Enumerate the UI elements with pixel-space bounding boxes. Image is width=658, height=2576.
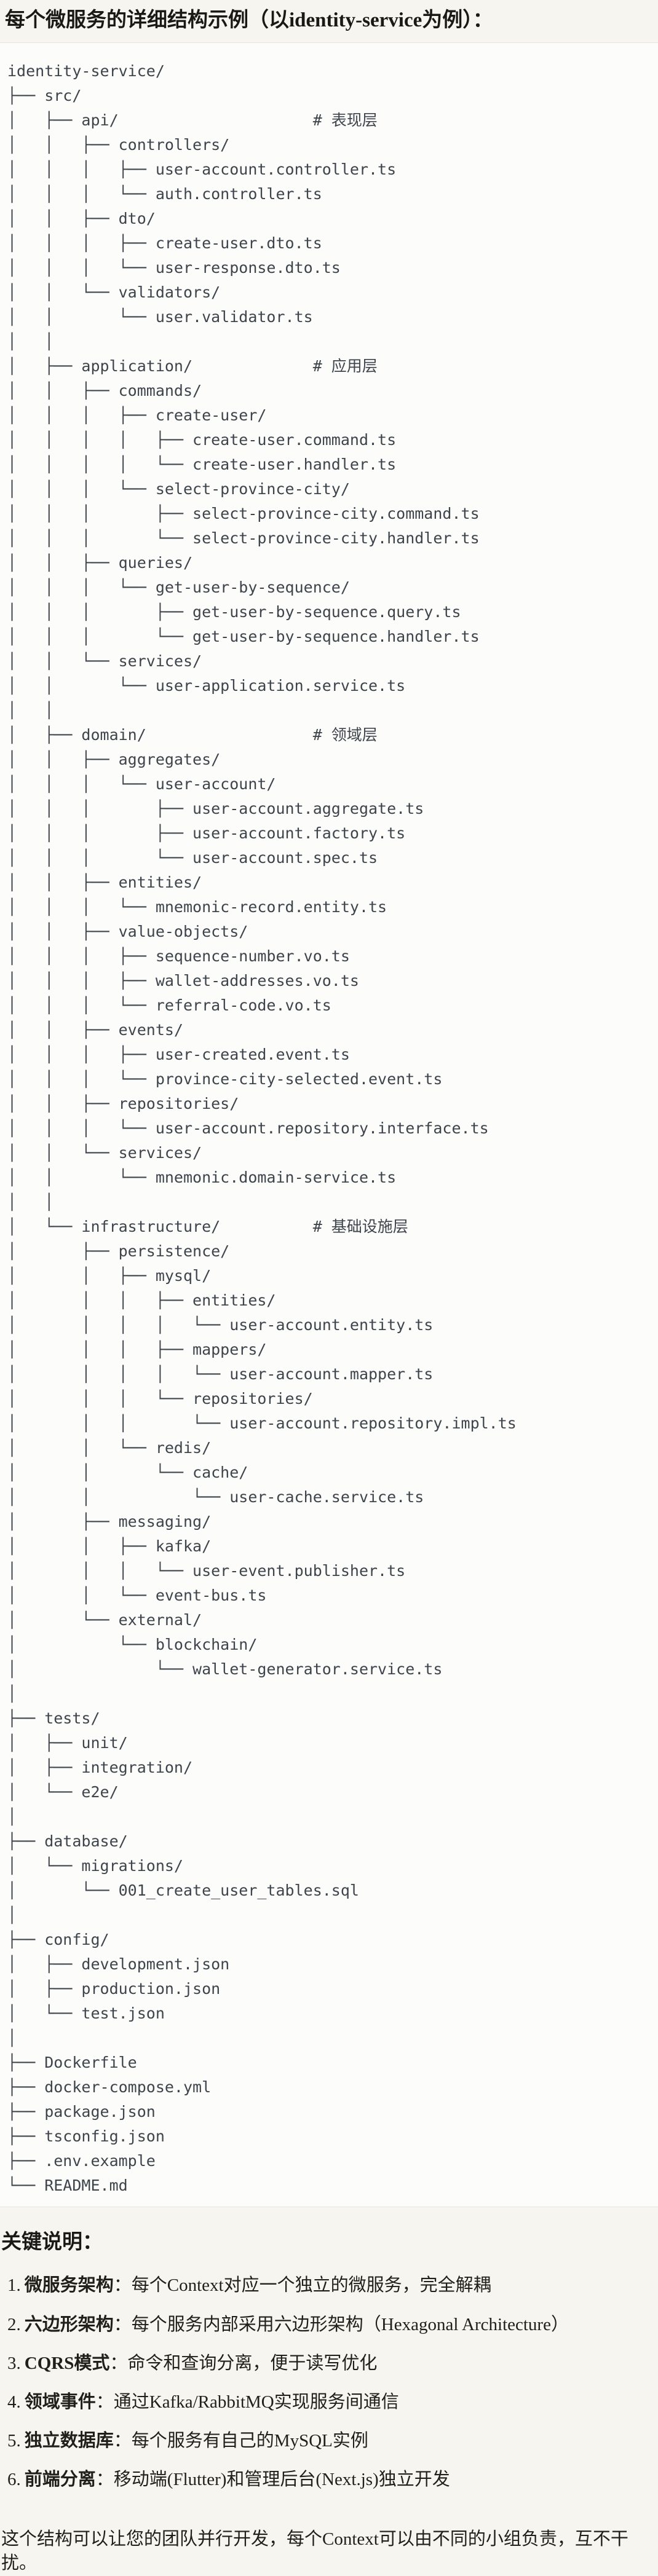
- note-number: 5.: [7, 2431, 21, 2451]
- notes-heading: 关键说明：: [1, 2231, 103, 2253]
- note-number: 4.: [7, 2392, 21, 2412]
- note-text: 每个服务内部采用六边形架构（Hexagonal Architecture）: [131, 2314, 569, 2334]
- note-item-6: 6.前端分离：移动端(Flutter)和管理后台(Next.js)独立开发: [7, 2468, 652, 2492]
- note-separator: ：: [113, 2314, 132, 2334]
- note-number: 2.: [7, 2314, 21, 2334]
- note-item-2: 2.六边形架构：每个服务内部采用六边形架构（Hexagonal Architec…: [7, 2313, 652, 2337]
- note-text: 每个服务有自己的MySQL实例: [131, 2431, 368, 2451]
- note-label: 独立数据库: [24, 2431, 114, 2451]
- note-separator: ：: [113, 2275, 132, 2296]
- note-separator: ：: [113, 2431, 132, 2451]
- note-label: 微服务架构: [24, 2275, 114, 2296]
- note-item-3: 3.CQRS模式：命令和查询分离，便于读写优化: [7, 2352, 652, 2376]
- note-text: 移动端(Flutter)和管理后台(Next.js)独立开发: [113, 2470, 450, 2490]
- notes-list: 1.微服务架构：每个Context对应一个独立的微服务，完全解耦 2.六边形架构…: [1, 2274, 652, 2492]
- note-separator: ：: [95, 2470, 114, 2490]
- note-item-4: 4.领域事件：通过Kafka/RabbitMQ实现服务间通信: [7, 2390, 652, 2414]
- note-label: 六边形架构: [24, 2314, 114, 2334]
- note-separator: ：: [95, 2392, 114, 2412]
- note-label: CQRS模式: [24, 2353, 110, 2373]
- note-text: 每个Context对应一个独立的微服务，完全解耦: [131, 2275, 491, 2296]
- note-separator: ：: [109, 2353, 128, 2373]
- note-number: 3.: [7, 2353, 21, 2373]
- note-label: 前端分离: [24, 2470, 96, 2490]
- page-title: 每个微服务的详细结构示例（以identity-service为例）：: [5, 9, 493, 31]
- file-tree: identity-service/ ├── src/ │ ├── api/ # …: [7, 61, 517, 2194]
- key-notes-section: 关键说明： 1.微服务架构：每个Context对应一个独立的微服务，完全解耦 2…: [0, 2229, 658, 2576]
- notes-footer: 这个结构可以让您的团队并行开发，每个Context可以由不同的小组负责，互不干扰…: [1, 2529, 628, 2574]
- note-text: 命令和查询分离，便于读写优化: [127, 2353, 378, 2373]
- note-number: 1.: [7, 2275, 21, 2296]
- file-tree-code-block: identity-service/ ├── src/ │ ├── api/ # …: [0, 42, 658, 2207]
- note-item-5: 5.独立数据库：每个服务有自己的MySQL实例: [7, 2429, 652, 2453]
- note-text: 通过Kafka/RabbitMQ实现服务间通信: [113, 2392, 399, 2412]
- note-label: 领域事件: [24, 2392, 96, 2412]
- note-item-1: 1.微服务架构：每个Context对应一个独立的微服务，完全解耦: [7, 2274, 652, 2298]
- note-number: 6.: [7, 2470, 21, 2490]
